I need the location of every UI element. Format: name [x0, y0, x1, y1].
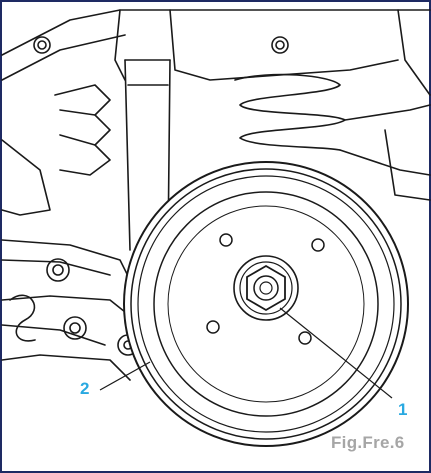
coil-spring	[234, 73, 346, 151]
brake-drum	[123, 161, 409, 447]
figure-caption: Fig.Fre.6	[331, 433, 405, 452]
wheel-stud-hole	[206, 320, 220, 334]
drum-face	[153, 191, 379, 417]
wheel-stud-hole	[219, 233, 233, 247]
leader-line-2	[99, 361, 151, 391]
linkage-nut-upper	[46, 258, 70, 282]
hub-nut	[246, 264, 286, 312]
wheel-stud-hole	[298, 331, 312, 345]
callout-label-2: 2	[80, 379, 90, 398]
mounting-hole-right	[271, 36, 289, 54]
leader-line-1	[279, 307, 393, 399]
callout-label-1: 1	[398, 400, 408, 419]
mounting-hole-left	[33, 36, 51, 54]
linkage-nut-middle	[63, 316, 87, 340]
wheel-stud-hole	[311, 238, 325, 252]
